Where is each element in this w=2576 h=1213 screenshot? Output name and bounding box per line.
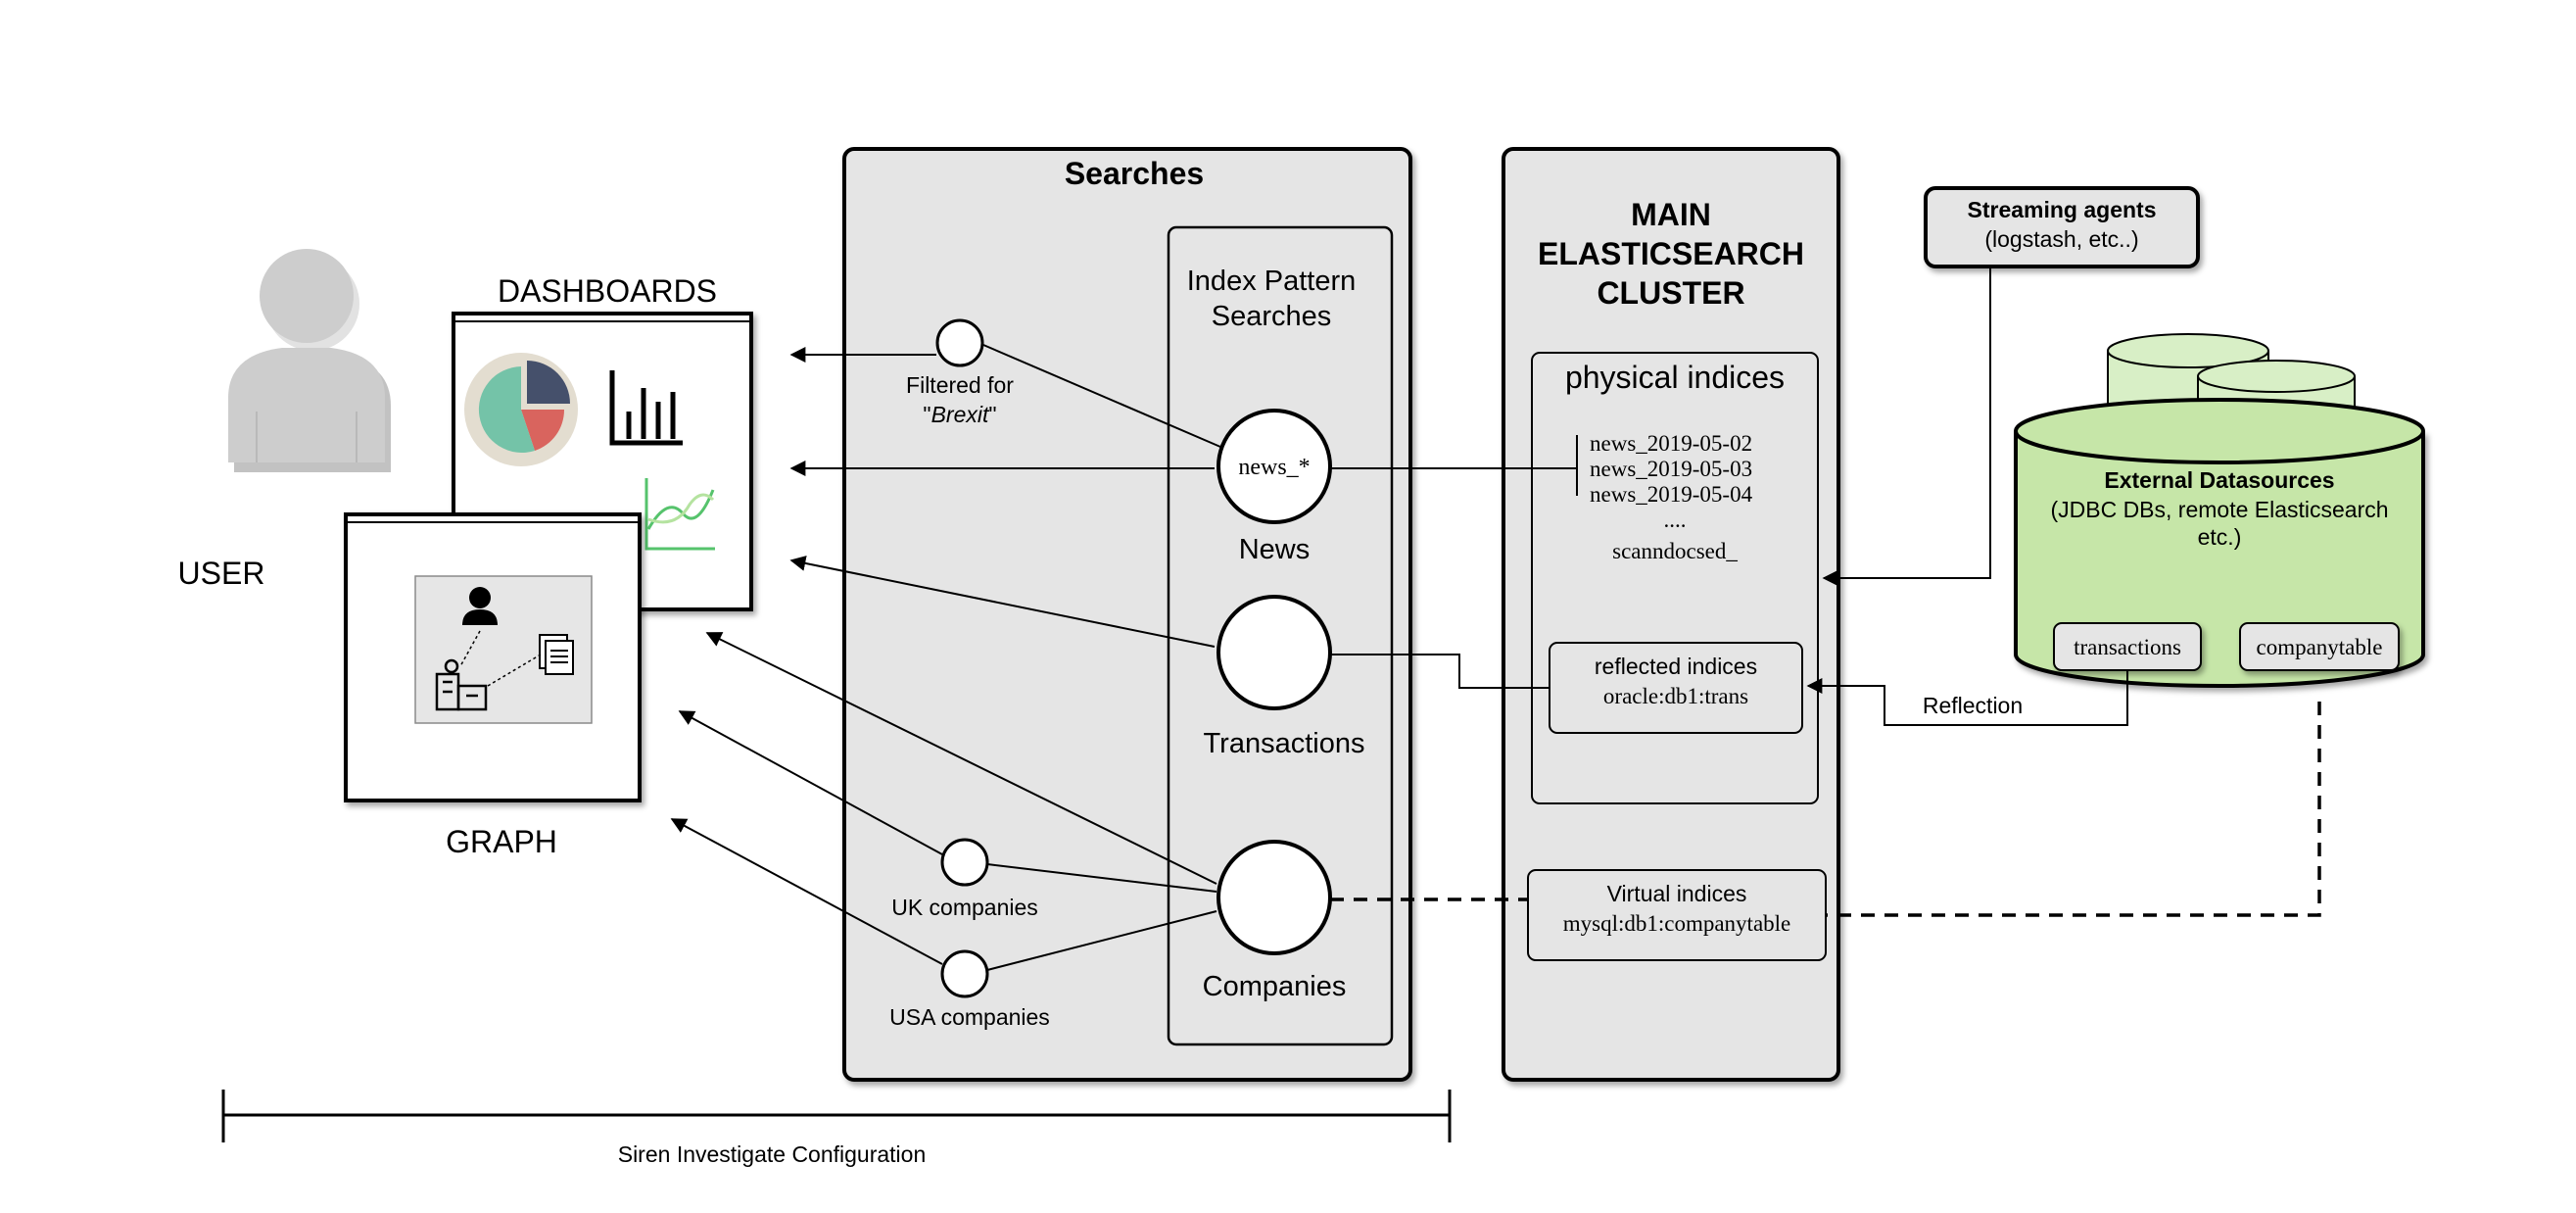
- pie-chart-icon: [464, 353, 578, 466]
- streaming-agents-subtitle: (logstash, etc..): [1984, 226, 2138, 252]
- companies-pattern-node[interactable]: [1216, 840, 1332, 955]
- uk-companies-connector: [986, 863, 1217, 893]
- virtual-index-connector: [1826, 702, 2321, 917]
- companytable-table-label: companytable: [2256, 635, 2382, 659]
- physical-index-item: news_2019-05-03: [1590, 457, 1752, 481]
- cluster-title-line3: CLUSTER: [1597, 275, 1744, 311]
- dashboards-label: DASHBOARDS: [498, 273, 717, 309]
- person-icon: [462, 587, 498, 625]
- cluster-title-line1: MAIN: [1631, 197, 1711, 232]
- uk-companies-node[interactable]: [940, 838, 989, 887]
- news-label: News: [1239, 534, 1311, 565]
- document-icon: [539, 634, 574, 675]
- bar-chart-icon: [609, 370, 683, 446]
- index-pattern-title-line1: Index Pattern: [1187, 266, 1357, 297]
- companies-label: Companies: [1203, 971, 1347, 1002]
- transactions-table-label: transactions: [2074, 635, 2181, 659]
- user-label: USER: [178, 556, 265, 591]
- companytable-table[interactable]: [2239, 622, 2400, 671]
- usa-companies-connector: [986, 910, 1217, 971]
- filtered-news-connector: [982, 344, 1221, 448]
- transactions-pattern-node[interactable]: [1216, 595, 1332, 710]
- physical-index-item: scanndocsed_: [1612, 539, 1738, 563]
- news-pattern-text: news_*: [1238, 455, 1310, 480]
- graph-card[interactable]: [344, 512, 642, 802]
- filtered-label-line1: Filtered for: [906, 372, 1014, 398]
- streaming-connector: [1822, 267, 1991, 586]
- searches-title: Searches: [1065, 156, 1204, 191]
- user-icon: [228, 249, 391, 472]
- database-cylinder-icon: [2014, 333, 2425, 688]
- index-pattern-title-line2: Searches: [1212, 301, 1332, 332]
- reflection-label: Reflection: [1923, 693, 2023, 718]
- news-pattern-node[interactable]: [1216, 409, 1332, 524]
- virtual-index-item: mysql:db1:companytable: [1563, 911, 1791, 936]
- usa-companies-label: USA companies: [889, 1004, 1050, 1030]
- filtered-search-node[interactable]: [935, 318, 984, 367]
- uk-companies-label: UK companies: [891, 895, 1038, 920]
- building-icon: [435, 658, 488, 711]
- physical-indices-box: [1531, 352, 1819, 804]
- companies-graph-arrow: [705, 632, 1217, 885]
- reflection-connector: [1806, 670, 2128, 726]
- filtered-label-line2: "Brexit": [923, 402, 996, 427]
- graph-label: GRAPH: [446, 824, 557, 859]
- transactions-dashboard-arrow: [789, 556, 1216, 648]
- configuration-bracket: [221, 1090, 1452, 1142]
- physical-index-ellipsis: ....: [1664, 508, 1687, 532]
- line-chart-icon: [644, 478, 715, 551]
- external-datasources-subtitle-line1: (JDBC DBs, remote Elasticsearch: [2050, 497, 2388, 522]
- cluster-title-line2: ELASTICSEARCH: [1538, 236, 1804, 271]
- physical-index-item: news_2019-05-04: [1590, 482, 1753, 507]
- streaming-agents-box: [1924, 186, 2200, 268]
- reflected-index-item: oracle:db1:trans: [1603, 684, 1748, 708]
- usa-companies-graph-arrow: [670, 818, 943, 965]
- virtual-indices-title: Virtual indices: [1607, 881, 1747, 906]
- external-datasources-title: External Datasources: [2104, 467, 2334, 493]
- physical-indices-title: physical indices: [1565, 360, 1785, 395]
- configuration-label: Siren Investigate Configuration: [618, 1141, 927, 1167]
- transactions-reflected-connector: [1330, 654, 1550, 689]
- usa-companies-node[interactable]: [940, 949, 989, 998]
- transactions-label: Transactions: [1204, 728, 1365, 759]
- reflected-indices-title: reflected indices: [1595, 654, 1757, 679]
- physical-index-item: news_2019-05-02: [1590, 431, 1752, 456]
- uk-companies-graph-arrow: [678, 710, 943, 855]
- external-datasources-subtitle-line2: etc.): [2198, 524, 2242, 550]
- streaming-agents-title: Streaming agents: [1968, 197, 2157, 222]
